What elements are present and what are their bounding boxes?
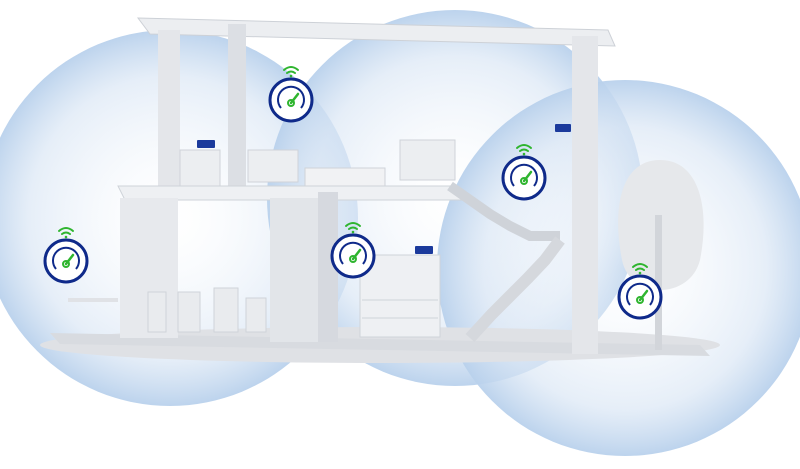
speed-badge-garden (617, 263, 663, 320)
wall (270, 198, 322, 342)
house (40, 17, 720, 363)
wall (318, 192, 338, 342)
wall (572, 36, 598, 354)
lower-stairs (465, 236, 565, 343)
speed-gauge-icon (617, 274, 663, 320)
router-icon (415, 246, 433, 254)
bed (304, 167, 386, 187)
routers (197, 124, 571, 254)
router-icon (197, 140, 215, 148)
wifi-icon (58, 227, 74, 239)
speed-badge-stairwell (501, 144, 547, 201)
wifi-icon (632, 263, 648, 275)
speed-badges (43, 66, 663, 320)
speed-gauge-icon (501, 155, 547, 201)
speed-badge-living-room (330, 222, 376, 279)
floor-slab (50, 333, 710, 356)
tree-trunk (655, 215, 662, 350)
upper-stairs (447, 181, 560, 241)
cabinet (179, 149, 221, 187)
wifi-icon (345, 222, 361, 234)
patio-table (68, 298, 118, 302)
speed-badge-patio (43, 227, 89, 284)
speed-gauge-icon (268, 77, 314, 123)
router-icon (555, 124, 571, 132)
armchair (399, 139, 456, 181)
speed-badge-upstairs-bedroom (268, 66, 314, 123)
speed-gauge-icon (43, 238, 89, 284)
dining-set (147, 287, 267, 333)
speed-gauge-icon (330, 233, 376, 279)
wall (158, 30, 180, 190)
coverage-bubble (437, 80, 800, 456)
wifi-icon (516, 144, 532, 156)
wall (228, 24, 246, 190)
roof (136, 17, 616, 47)
coverage-bubble (0, 30, 358, 406)
dresser (359, 254, 441, 338)
wifi-icon (283, 66, 299, 78)
upper-floor (117, 185, 472, 201)
sofa (247, 149, 299, 183)
